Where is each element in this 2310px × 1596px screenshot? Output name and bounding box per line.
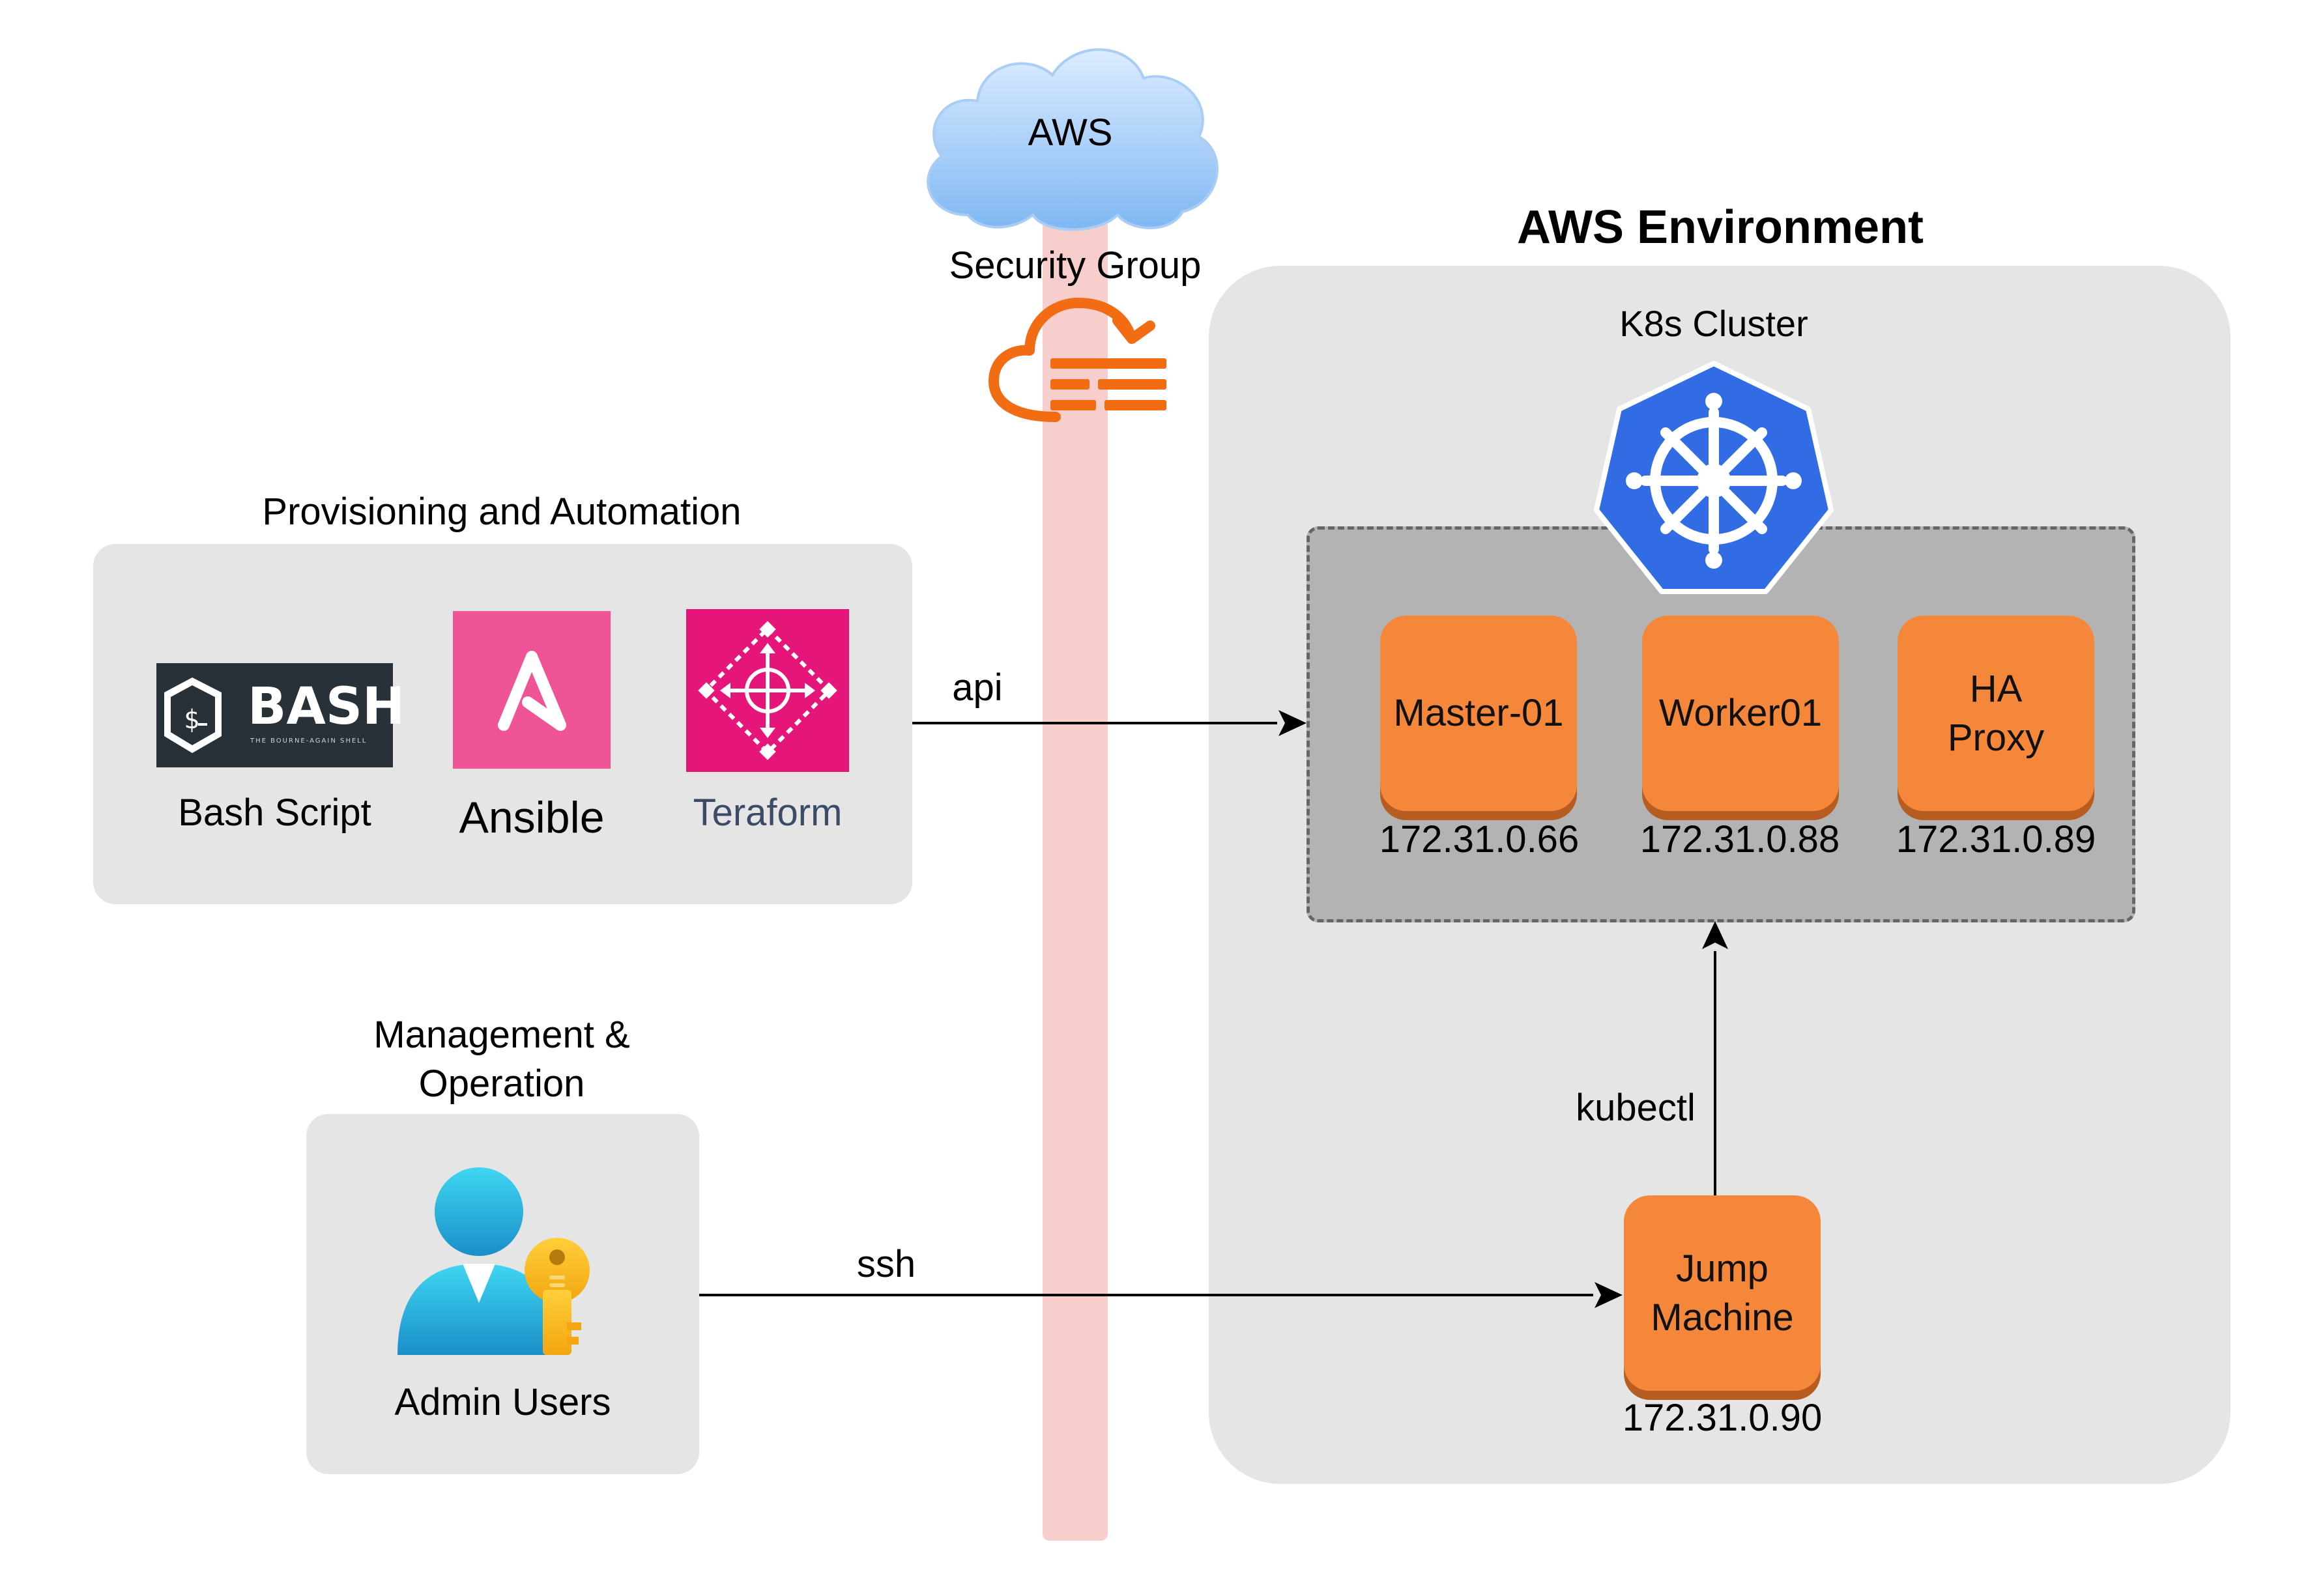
api-edge-label: api (952, 666, 1003, 709)
terraform-logo-icon (686, 609, 849, 772)
ha-proxy-label-line1: HA (1969, 667, 2023, 710)
ha-proxy-ip: 172.31.0.89 (1896, 818, 2096, 861)
aws-cloud-icon: AWS (916, 39, 1225, 235)
aws-cloud-label: AWS (1028, 111, 1113, 154)
ha-proxy-label-line2: Proxy (1947, 717, 2045, 759)
security-group-strip (1043, 208, 1108, 1541)
management-title-line1: Management & (373, 1014, 630, 1056)
bash-logo-subtext: THE BOURNE-AGAIN SHELL (250, 737, 368, 745)
ssh-edge-label: ssh (856, 1243, 916, 1285)
worker01-ip: 172.31.0.88 (1639, 818, 1840, 861)
ha-proxy-node: HA Proxy (1898, 616, 2094, 811)
jump-machine-label-line1: Jump (1676, 1247, 1769, 1290)
security-group-label: Security Group (949, 244, 1202, 287)
bash-script-label: Bash Script (178, 791, 371, 834)
worker01-node: Worker01 (1642, 616, 1839, 811)
k8s-cluster-label: K8s Cluster (1619, 303, 1808, 344)
provisioning-title: Provisioning and Automation (262, 491, 742, 533)
master-01-label: Master-01 (1393, 692, 1564, 735)
jump-machine-node: Jump Machine (1624, 1195, 1821, 1391)
bash-logo-icon: $ BASH THE BOURNE-AGAIN SHELL (156, 663, 405, 767)
kubectl-edge-label: kubectl (1576, 1087, 1696, 1129)
ansible-logo-icon (453, 611, 611, 769)
master-01-ip: 172.31.0.66 (1379, 818, 1580, 861)
aws-environment-title: AWS Environment (1516, 201, 1924, 253)
firewall-cloud-icon (981, 293, 1176, 430)
management-title-line2: Operation (418, 1062, 585, 1105)
master-01-node: Master-01 (1380, 616, 1577, 811)
worker01-label: Worker01 (1658, 692, 1823, 735)
kubernetes-logo-icon (1590, 357, 1838, 598)
admin-user-key-icon (394, 1166, 596, 1361)
jump-machine-ip: 172.31.0.90 (1622, 1397, 1823, 1439)
ansible-label: Ansible (459, 793, 605, 842)
jump-machine-label-line2: Machine (1651, 1296, 1794, 1339)
admin-users-label: Admin Users (394, 1381, 611, 1423)
bash-logo-text: BASH (248, 677, 405, 736)
svg-text:$: $ (184, 705, 199, 735)
terraform-label: Teraform (693, 791, 843, 834)
